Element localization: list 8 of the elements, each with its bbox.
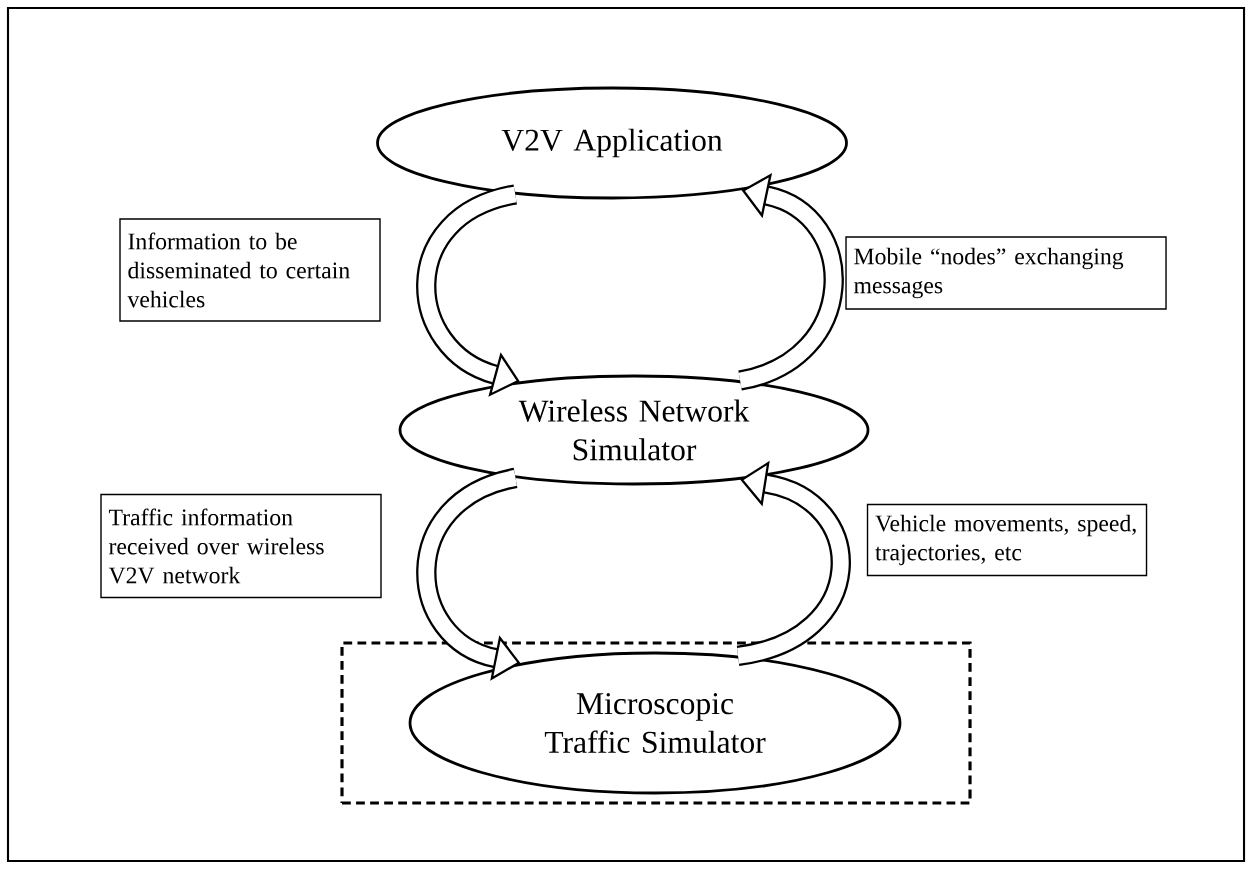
text-box: Traffic information received over wireless V2V network xyxy=(100,493,382,599)
dashed-box xyxy=(340,641,972,805)
ellipse-node: V2V Application xyxy=(376,86,848,200)
text-box: Mobile “nodes” exchanging messages xyxy=(845,236,1167,310)
ellipse-node: Microscopic Traffic Simulator xyxy=(408,651,902,795)
ellipse-node: Wireless Network Simulator xyxy=(398,374,870,486)
text-box: Information to be disseminated to certain vehicles xyxy=(119,218,381,322)
text-box: Vehicle movements, speed, trajectories, etc xyxy=(866,503,1148,577)
